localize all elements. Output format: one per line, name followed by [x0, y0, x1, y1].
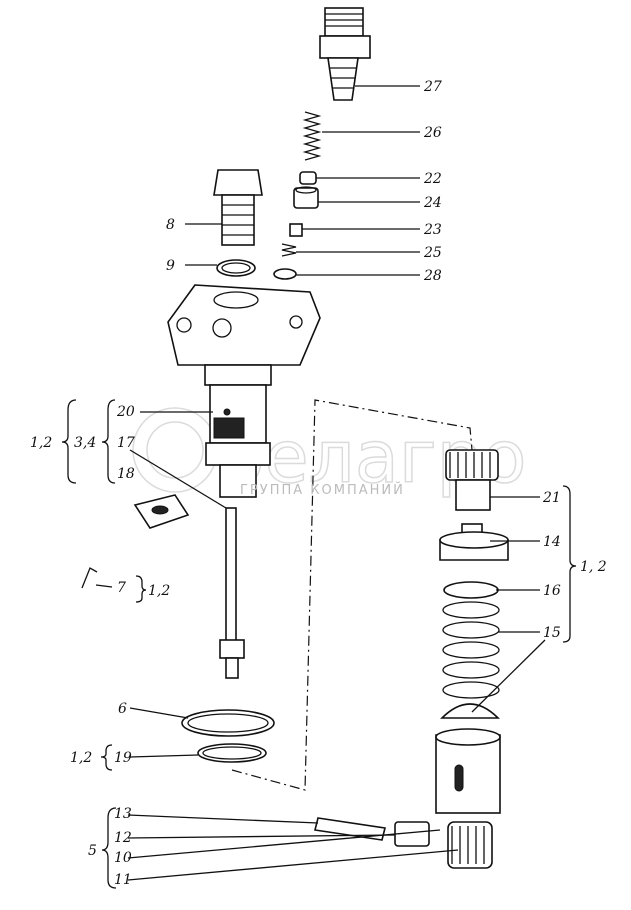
label-25: 25	[423, 245, 442, 261]
label-10: 10	[114, 850, 132, 866]
label-22: 22	[423, 171, 442, 187]
label-8: 8	[166, 217, 175, 233]
braces	[61, 399, 577, 889]
group-label-right-1-2: 1, 2	[580, 559, 607, 575]
part-22-valve	[299, 171, 317, 185]
label-21: 21	[542, 490, 561, 506]
group-label-7: 1,2	[148, 583, 170, 599]
label-27: 27	[423, 79, 442, 95]
part-26-spring	[302, 111, 322, 161]
part-15-plate	[440, 703, 500, 719]
group-label-19: 1,2	[70, 750, 92, 766]
part-25-spring	[281, 243, 297, 257]
part-10-11-roller	[447, 821, 493, 869]
part-18-block	[133, 494, 190, 529]
label-16: 16	[543, 583, 561, 599]
part-17-plunger	[219, 507, 245, 679]
leader-lines	[95, 85, 546, 881]
part-6-ring	[181, 709, 275, 737]
label-15: 15	[543, 625, 561, 641]
part-27-fitting	[319, 7, 371, 101]
part-16-15-springs	[442, 581, 500, 699]
label-24: 24	[423, 195, 442, 211]
label-17: 17	[117, 435, 135, 451]
part-23-valve	[289, 223, 303, 237]
part-9-ring	[216, 259, 256, 277]
label-19: 19	[114, 750, 132, 766]
label-18: 18	[117, 466, 135, 482]
label-13: 13	[114, 806, 132, 822]
group-label-1-2: 1,2	[30, 435, 52, 451]
part-24-holder	[293, 186, 319, 209]
group-label-3-4: 3,4	[74, 435, 96, 451]
watermark-subtitle: ГРУППА КОМПАНИЙ	[240, 482, 405, 498]
label-12: 12	[114, 830, 132, 846]
label-26: 26	[423, 125, 442, 141]
part-pusher-body	[435, 728, 501, 814]
label-11: 11	[114, 872, 132, 888]
part-21-gear-sleeve	[445, 449, 499, 511]
label-9: 9	[166, 258, 175, 274]
label-7: 7	[117, 580, 126, 596]
label-28: 28	[423, 268, 442, 284]
part-8-bolt	[213, 169, 263, 246]
assembly-line	[231, 399, 473, 791]
part-19-ring	[197, 743, 267, 763]
label-14: 14	[543, 534, 561, 550]
label-6: 6	[118, 701, 127, 717]
part-28-washer	[273, 268, 297, 280]
part-20-pump-body	[167, 284, 321, 498]
label-20: 20	[116, 404, 135, 420]
part-14-plate	[439, 523, 509, 561]
part-7-clip	[81, 567, 98, 589]
part-13-pin	[314, 817, 386, 841]
group-label-5: 5	[88, 843, 97, 859]
label-23: 23	[423, 222, 442, 238]
